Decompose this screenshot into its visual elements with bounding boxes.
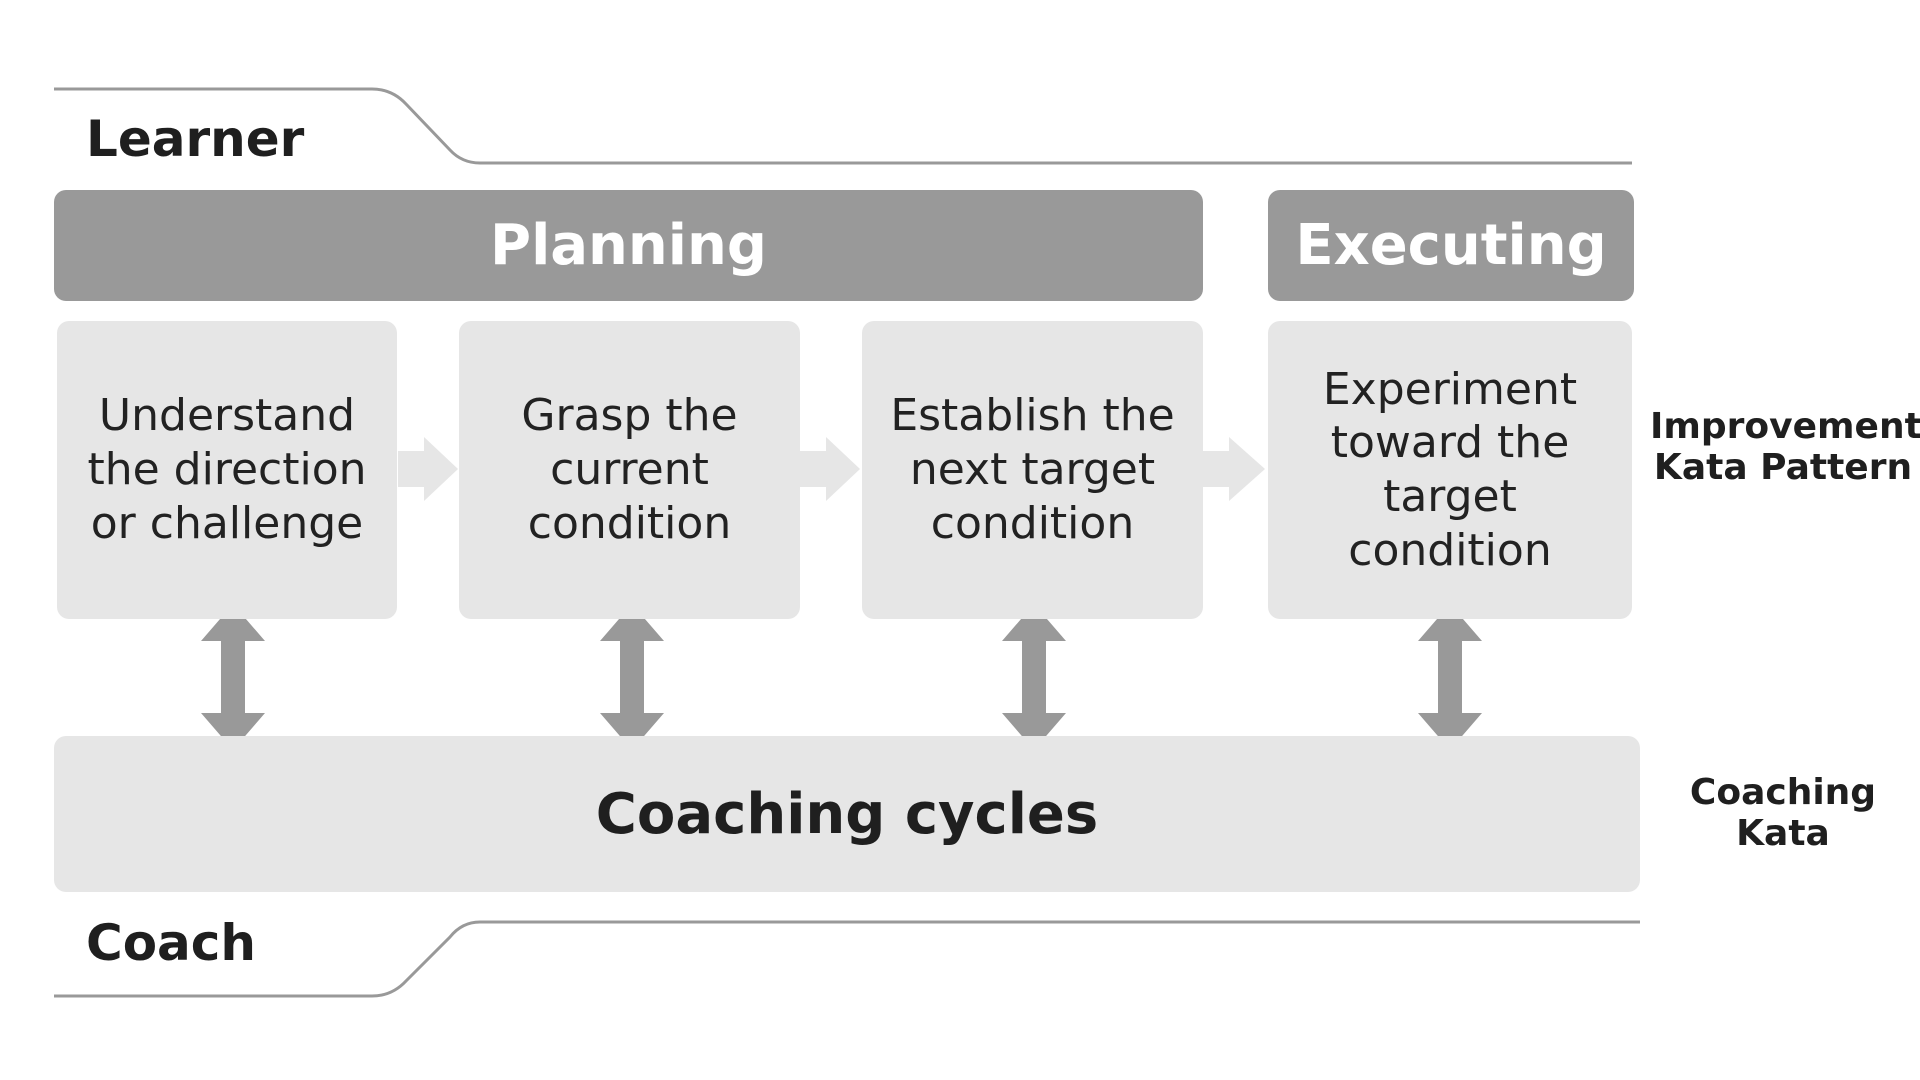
flow-arrow-1 — [398, 437, 458, 501]
planning-label: Planning — [490, 213, 767, 278]
improvement-kata-label: Improvement Kata Pattern — [1650, 406, 1920, 489]
executing-bar: Executing — [1268, 190, 1634, 301]
step-establish-target-condition: Establish the next target condition — [862, 321, 1203, 619]
double-arrow-3 — [1002, 604, 1066, 750]
step-label: Grasp the current condition — [521, 390, 738, 549]
coach-label: Coach — [86, 914, 257, 972]
step-label: Understand the direction or challenge — [87, 390, 367, 549]
planning-bar: Planning — [54, 190, 1203, 301]
double-arrow-2 — [600, 604, 664, 750]
coach-lane-line — [54, 920, 1640, 998]
flow-arrow-2 — [800, 437, 860, 501]
step-grasp-current-condition: Grasp the current condition — [459, 321, 800, 619]
step-label: Experiment toward the target condition — [1322, 363, 1578, 576]
coaching-cycles-box: Coaching cycles — [54, 736, 1640, 892]
coaching-kata-label: Coaching Kata — [1689, 772, 1877, 855]
step-label: Establish the next target condition — [890, 390, 1175, 549]
learner-lane-line — [54, 87, 1632, 165]
learner-label: Learner — [86, 110, 305, 168]
double-arrow-1 — [201, 604, 265, 750]
executing-label: Executing — [1295, 213, 1607, 278]
double-arrow-4 — [1418, 604, 1482, 750]
step-experiment-toward-target: Experiment toward the target condition — [1268, 321, 1632, 619]
step-understand-direction: Understand the direction or challenge — [57, 321, 397, 619]
coaching-cycles-label: Coaching cycles — [595, 781, 1099, 847]
flow-arrow-3 — [1203, 437, 1265, 501]
